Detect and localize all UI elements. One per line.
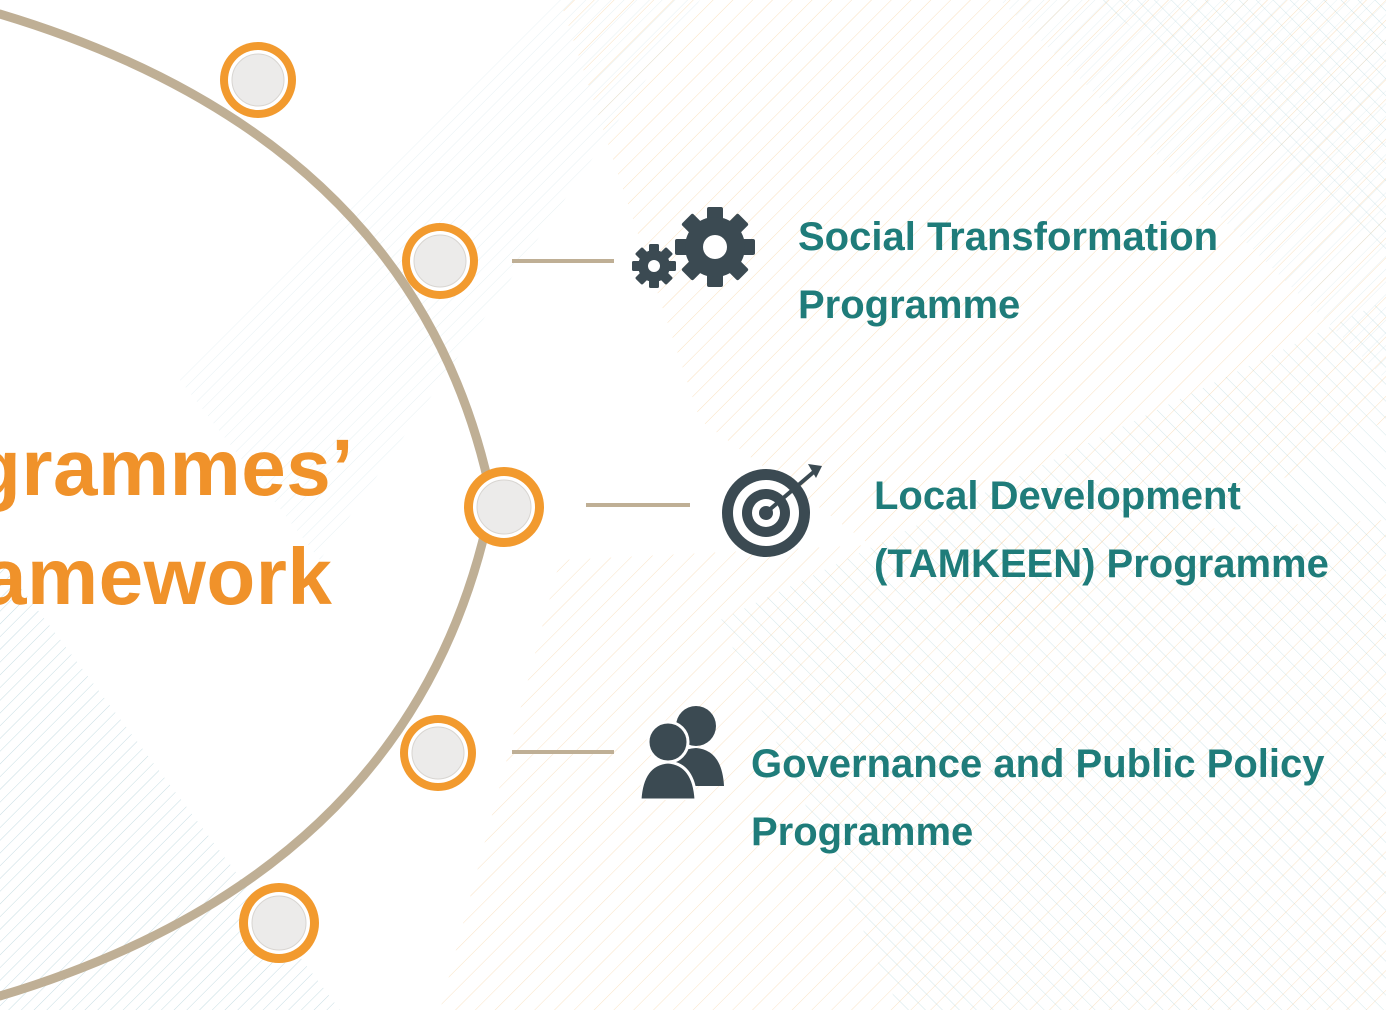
programme-label-1: Social Transformation Programme bbox=[798, 203, 1218, 339]
gears-icon bbox=[632, 207, 755, 288]
timeline-node-4 bbox=[400, 715, 476, 791]
programme-2-line-2: (TAMKEEN) Programme bbox=[874, 542, 1329, 586]
programme-2-line-1: Local Development bbox=[874, 474, 1241, 518]
programme-3-line-1: Governance and Public Policy bbox=[751, 742, 1325, 786]
programme-label-3: Governance and Public Policy Programme bbox=[751, 730, 1325, 866]
timeline-node-5 bbox=[239, 883, 319, 963]
timeline-node-2 bbox=[402, 223, 478, 299]
target-icon bbox=[722, 464, 822, 557]
framework-title-line-2: amework bbox=[0, 532, 333, 621]
programme-label-2: Local Development (TAMKEEN) Programme bbox=[874, 462, 1329, 598]
programme-3-line-2: Programme bbox=[751, 810, 974, 854]
timeline-node-3 bbox=[464, 467, 544, 547]
programme-1-line-1: Social Transformation bbox=[798, 215, 1219, 259]
programme-1-line-2: Programme bbox=[798, 283, 1021, 327]
framework-title-line-1: grammes’ bbox=[0, 423, 354, 512]
people-icon bbox=[640, 706, 724, 800]
timeline-node-1 bbox=[220, 42, 296, 118]
